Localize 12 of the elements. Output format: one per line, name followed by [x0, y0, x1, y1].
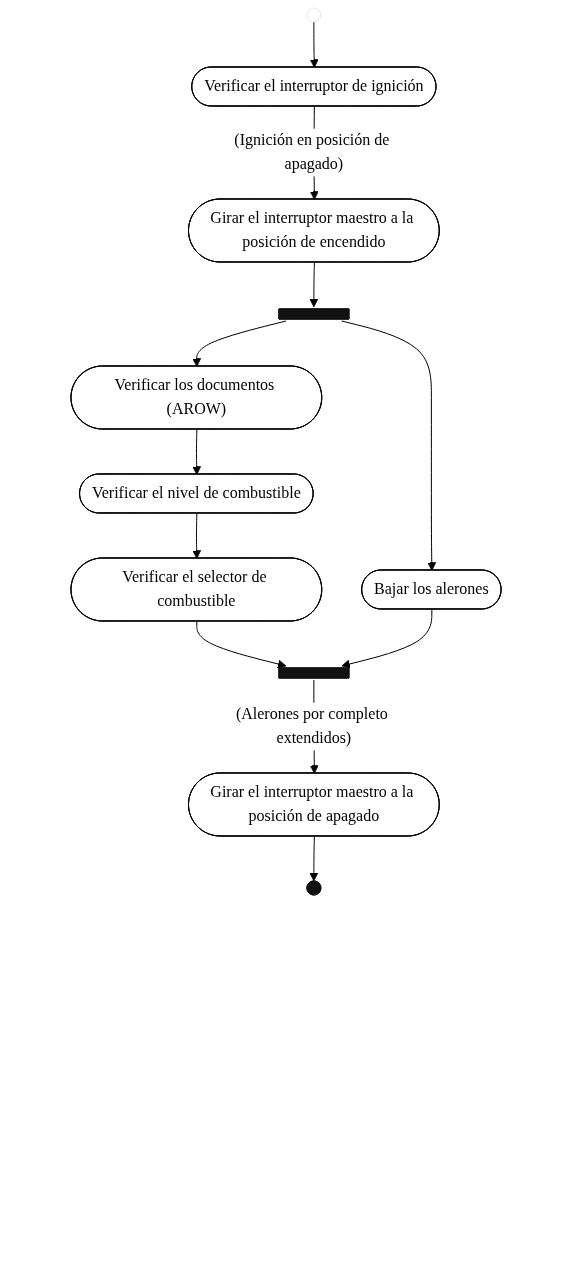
arrow	[196, 621, 287, 669]
arrow	[341, 609, 433, 669]
edge-label: (Ignición en posición de apagado)	[234, 131, 390, 173]
arrow	[309, 835, 319, 882]
arrow	[309, 262, 319, 308]
arrow	[341, 320, 437, 571]
arrow	[309, 21, 319, 68]
edge-label: (Alerones por completo extendidos)	[235, 705, 388, 747]
arrow	[192, 320, 287, 367]
arrow	[192, 429, 202, 475]
node-circle	[306, 7, 322, 23]
arrow	[192, 513, 202, 559]
